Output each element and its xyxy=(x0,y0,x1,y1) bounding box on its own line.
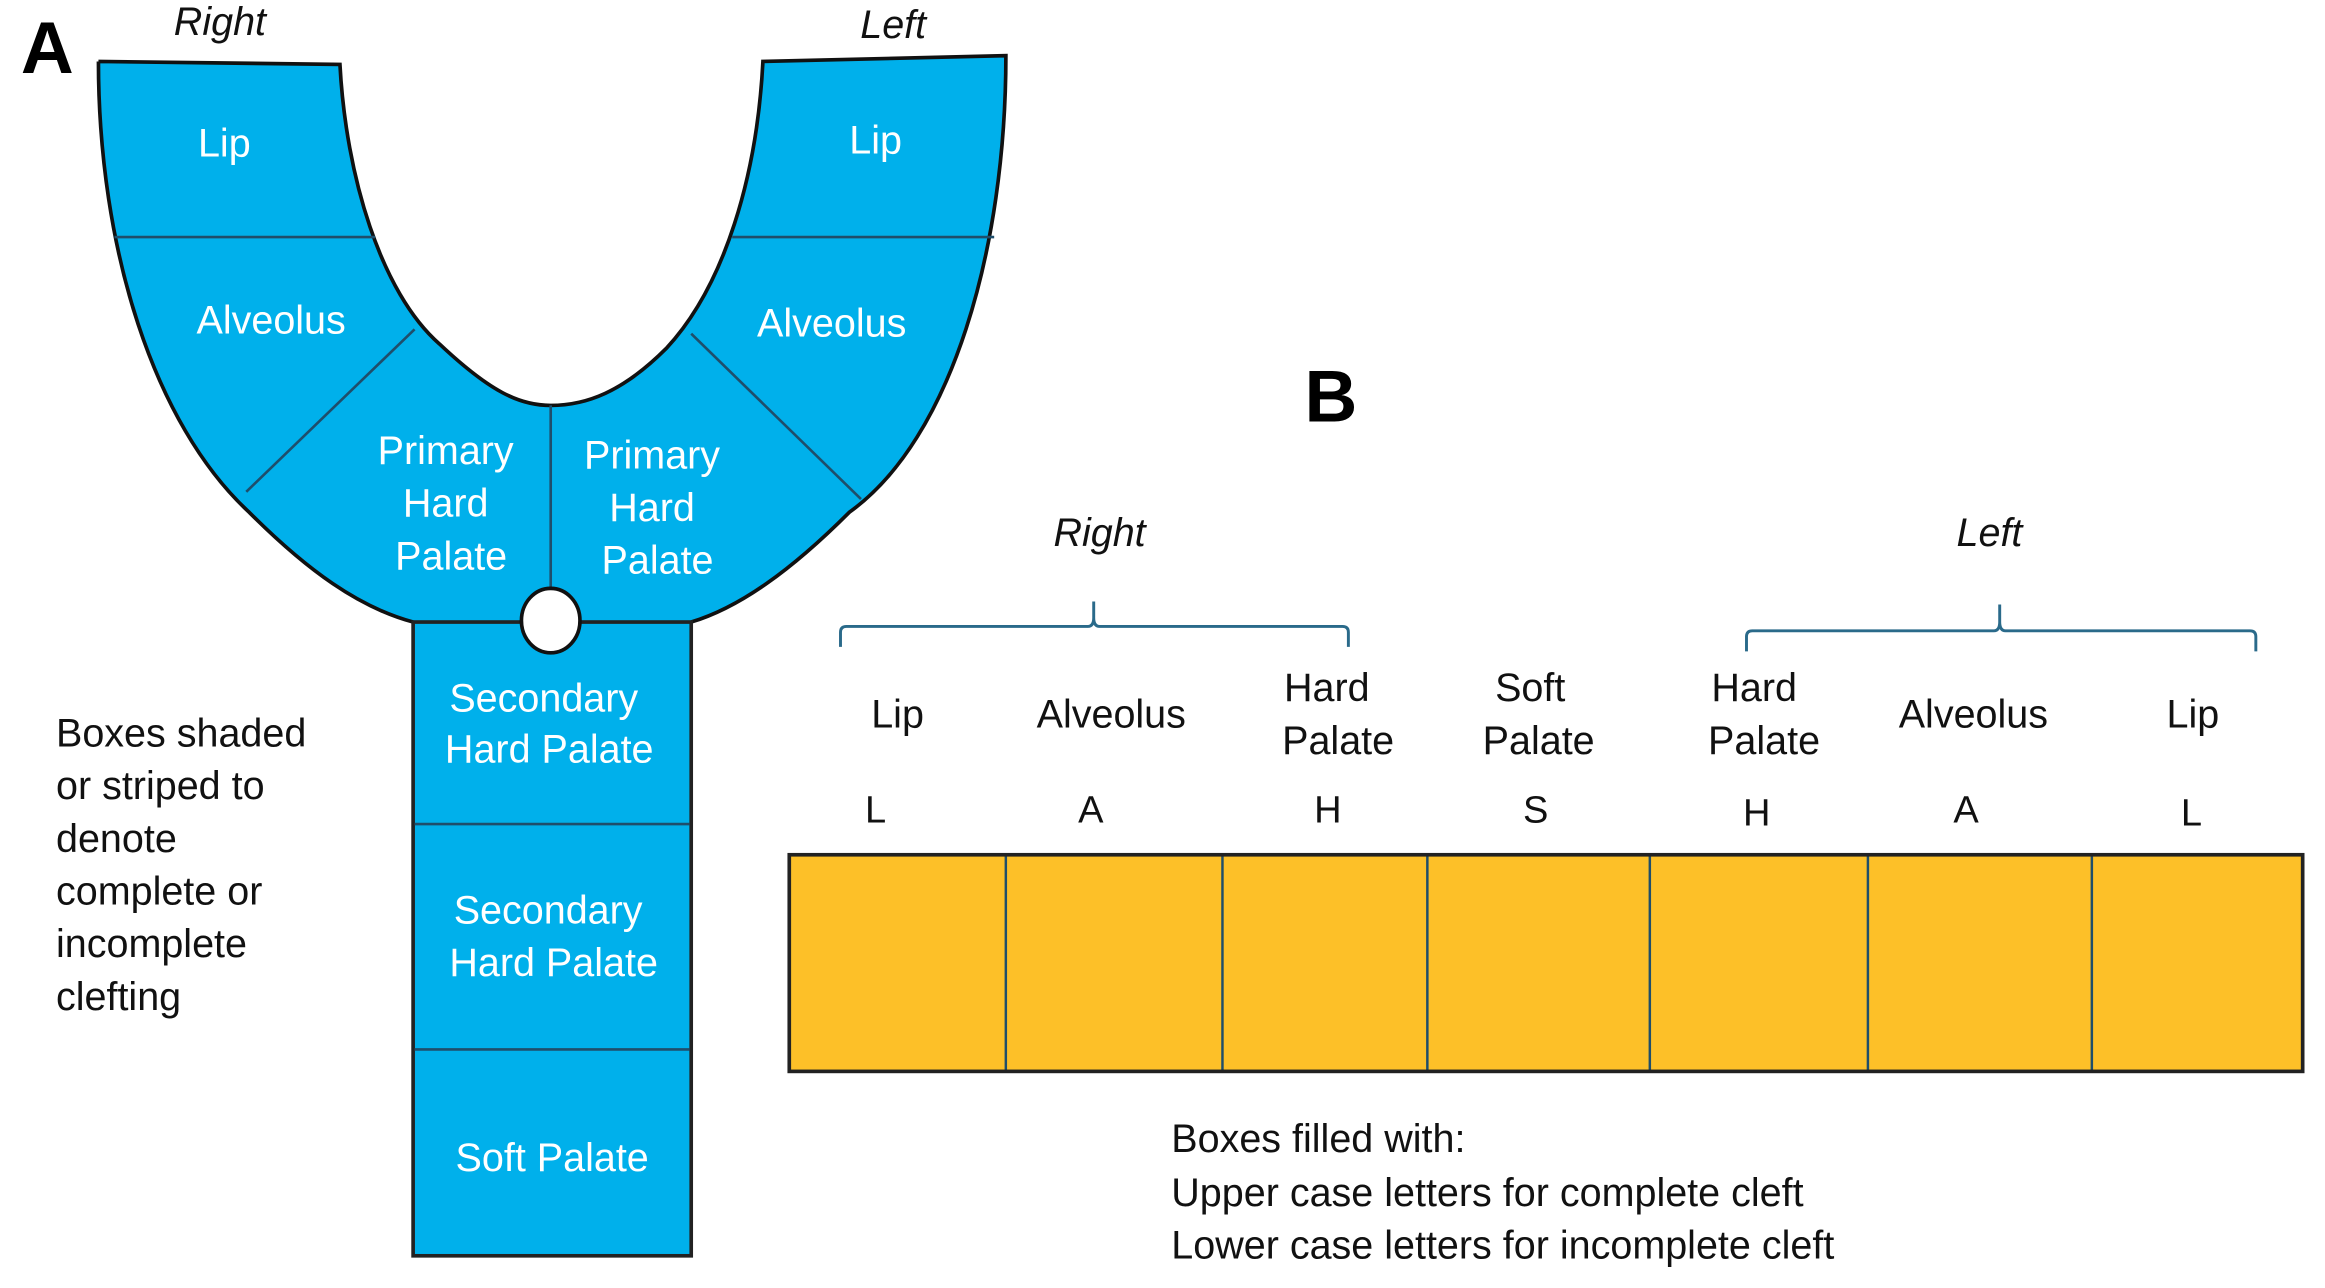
code-letter: L xyxy=(2181,792,2202,834)
column-codes: L A H S H A L xyxy=(865,790,2202,835)
code-letter: H xyxy=(1743,792,1770,834)
dental-arch-outline xyxy=(96,53,1008,624)
code-letter: S xyxy=(1523,790,1548,832)
column-label-left-hard-palate: Hard Palate xyxy=(1708,666,1820,763)
right-hard-line-2: Palate xyxy=(1282,719,1394,763)
right-primary-line-1: Primary xyxy=(378,429,514,473)
box-left-alveolus[interactable] xyxy=(1866,853,2094,1073)
left-primary-line-3: Palate xyxy=(602,539,714,583)
panel-a-note: Boxes shaded or striped to denote comple… xyxy=(56,711,317,1018)
box-left-hard-palate[interactable] xyxy=(1648,853,1870,1073)
code-letter: H xyxy=(1314,790,1341,832)
panel-a-left-side-label: Left xyxy=(860,3,928,47)
box-right-hard-palate[interactable] xyxy=(1221,853,1429,1073)
left-alveolus-label: Alveolus xyxy=(757,302,906,346)
panel-a: A Right Left Lip Lip Alveolus Alveolus P… xyxy=(21,0,1008,1258)
secondary-1-line-1: Secondary xyxy=(449,676,638,720)
right-group-brace xyxy=(839,601,1350,647)
panel-b-left-group-label: Left xyxy=(1957,511,2025,555)
box-right-lip[interactable] xyxy=(788,853,1008,1073)
column-label-left-lip: Lip xyxy=(2167,692,2220,736)
incisive-foramen-circle xyxy=(519,586,582,655)
panel-b-letter: B xyxy=(1304,356,1357,438)
boxes-outline xyxy=(787,852,2305,1074)
left-lip-label: Lip xyxy=(849,119,902,163)
secondary-1-line-2: Hard Palate xyxy=(445,728,654,772)
box-right-alveolus[interactable] xyxy=(1004,853,1224,1073)
column-labels: Lip Alveolus Hard Palate Soft Palate Har… xyxy=(871,666,2219,763)
panel-b-note-line-2: Upper case letters for complete cleft xyxy=(1171,1171,1803,1215)
panel-a-right-side-label: Right xyxy=(174,0,268,44)
left-primary-line-2: Hard xyxy=(609,486,695,530)
right-primary-line-3: Palate xyxy=(395,534,507,578)
secondary-hard-palate-label-1: Secondary Hard Palate xyxy=(445,676,654,771)
secondary-2-line-1: Secondary xyxy=(454,889,643,933)
left-group-brace xyxy=(1745,604,2258,652)
secondary-2-line-2: Hard Palate xyxy=(449,941,658,985)
right-hard-line-1: Hard xyxy=(1284,666,1370,710)
box-soft-palate[interactable] xyxy=(1426,853,1652,1073)
panel-b-note-line-3: Lower case letters for incomplete cleft xyxy=(1171,1224,1834,1268)
panel-a-note-line-6: clefting xyxy=(56,975,181,1019)
panel-b-note-line-1: Boxes filled with: xyxy=(1171,1117,1465,1161)
left-primary-line-1: Primary xyxy=(584,433,720,477)
right-primary-line-2: Hard xyxy=(403,482,489,526)
column-label-left-alveolus: Alveolus xyxy=(1899,692,2048,736)
box-left-lip[interactable] xyxy=(2090,853,2304,1073)
panel-b-right-group-label: Right xyxy=(1053,511,1147,555)
soft-line-1: Soft xyxy=(1495,666,1565,710)
classification-boxes xyxy=(787,852,2305,1074)
panel-a-note-line-1: Boxes shaded xyxy=(56,711,306,755)
left-hard-line-2: Palate xyxy=(1708,719,1820,763)
right-lip-label: Lip xyxy=(198,122,251,166)
right-alveolus-primary-divider xyxy=(245,328,416,493)
right-primary-hard-palate-label: Primary Hard Palate xyxy=(378,429,525,578)
left-alveolus-primary-divider xyxy=(690,332,862,501)
secondary-hard-palate-label-2: Secondary Hard Palate xyxy=(449,889,658,986)
left-primary-hard-palate-label: Primary Hard Palate xyxy=(584,433,731,582)
dental-arch-shape xyxy=(98,55,1006,623)
panel-a-note-line-4: complete or xyxy=(56,870,262,914)
panel-a-note-line-5: incomplete xyxy=(56,922,247,966)
right-alveolus-label: Alveolus xyxy=(196,299,345,343)
soft-palate-label: Soft Palate xyxy=(456,1136,649,1180)
panel-a-note-line-2: or striped to xyxy=(56,764,265,808)
left-hard-line-1: Hard xyxy=(1711,666,1797,710)
panel-b: B Right Left Lip Alveolus Hard Palate So… xyxy=(787,356,2305,1268)
palate-stem xyxy=(413,622,692,1256)
panel-b-notes: Boxes filled with: Upper case letters fo… xyxy=(1171,1117,1834,1268)
soft-line-2: Palate xyxy=(1483,719,1595,763)
column-label-right-lip: Lip xyxy=(871,692,924,736)
panel-a-note-line-3: denote xyxy=(56,817,177,861)
code-letter: L xyxy=(865,790,886,832)
code-letter: A xyxy=(1953,790,1979,832)
column-label-right-alveolus: Alveolus xyxy=(1037,692,1186,736)
code-letter: A xyxy=(1078,790,1104,832)
column-label-right-hard-palate: Hard Palate xyxy=(1282,666,1394,763)
column-label-soft-palate: Soft Palate xyxy=(1483,666,1595,763)
panel-a-letter: A xyxy=(21,7,74,89)
